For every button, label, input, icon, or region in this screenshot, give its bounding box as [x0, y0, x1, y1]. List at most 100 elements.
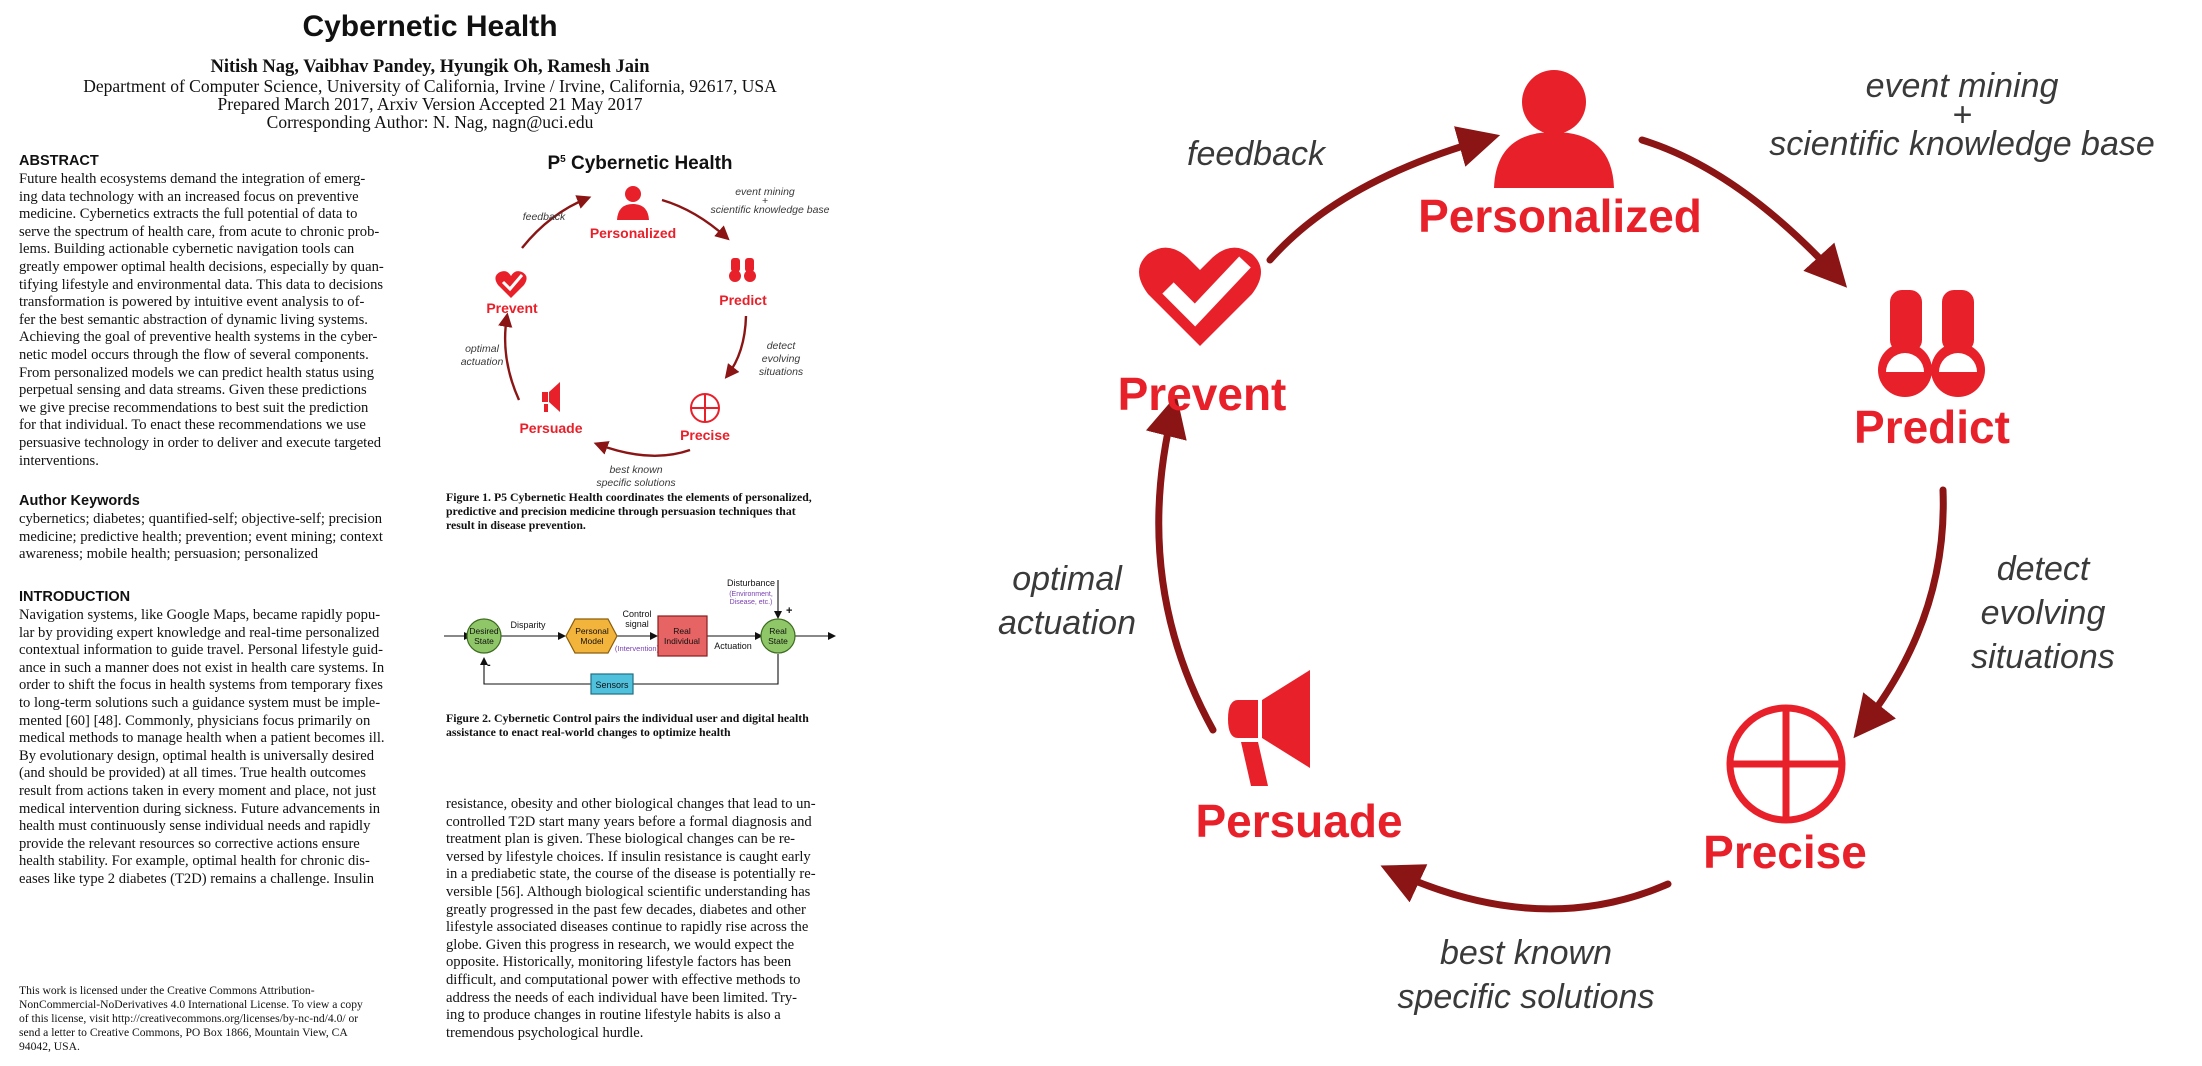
fig1-arrow-best-known: [593, 441, 691, 457]
keywords-body: cybernetics; diabetes; quantified-self; …: [19, 511, 412, 564]
fig1-crosshair-icon: [690, 393, 720, 423]
fig1-person-icon: [617, 186, 649, 220]
fig1-label-predict: Predict: [719, 292, 767, 308]
introduction-line: By evolutionary design, optimal health i…: [19, 747, 375, 764]
abstract-line: From personalized models we can predict …: [19, 364, 375, 381]
edge-label-best-known: best known: [1440, 934, 1612, 972]
heart-check-icon: [1139, 247, 1261, 346]
fig1-edge-specific-solutions: specific solutions: [596, 477, 676, 488]
edge-label-optimal: optimal: [1012, 560, 1123, 598]
edge-label-event-mining: event mining: [1866, 67, 2059, 105]
fig1-binoculars-icon: [729, 258, 756, 282]
edge-label-knowledge-base: scientific knowledge base: [1769, 125, 2155, 163]
figure-2-caption-line: Figure 2. Cybernetic Control pairs the i…: [446, 711, 809, 725]
abstract-line: ing data technology with an increased fo…: [19, 188, 359, 205]
fig2-desired-state-node: [466, 618, 502, 654]
fig2-personal-model-node: [565, 618, 618, 654]
introduction-line: result from actions taken in every momen…: [19, 782, 377, 799]
fig1-label-prevent: Prevent: [486, 300, 538, 316]
fig2-sensors-label: Sensors: [595, 680, 629, 690]
introduction-line: ance in such a manner does not exist in …: [19, 659, 385, 676]
label-precise: Precise: [1703, 826, 1867, 878]
introduction-line: medical methods to manage health when a …: [19, 730, 385, 747]
affiliation-line: Department of Computer Science, Universi…: [83, 76, 777, 96]
right-column-line: resistance, obesity and other biological…: [446, 796, 816, 812]
fig1-arrow-feedback: [521, 195, 592, 249]
abstract-line: we give precise recommendations to best …: [19, 399, 369, 416]
edge-label-actuation: actuation: [998, 604, 1136, 642]
introduction-line: contextual information to guide travel. …: [19, 642, 383, 659]
introduction-line: lar by providing expert knowledge and re…: [19, 624, 380, 641]
arrow-event-mining: [1638, 136, 1848, 288]
abstract-line: medicine. Cybernetics extracts the full …: [19, 206, 358, 223]
abstract-body: Future health ecosystems demand the inte…: [19, 171, 412, 470]
fig2-real-state-node: [760, 618, 796, 654]
paper-title: Cybernetic Health: [302, 10, 558, 43]
fig2-disparity-label: Disparity: [510, 620, 546, 630]
abstract-line: for that individual. To enact these reco…: [19, 417, 366, 434]
right-column-line: versed by lifestyle choices. If insulin …: [446, 848, 811, 865]
fig1-edge-best-known: best known: [609, 464, 662, 476]
fig1-edge-plus: +: [762, 195, 768, 207]
figure-2-caption-line: assistance to enact real-world changes t…: [446, 724, 731, 739]
edge-label-evolving: evolving: [1981, 594, 2106, 632]
right-column-line: opposite. Historically, monitoring lifes…: [446, 954, 792, 971]
fig1-edge-event-mining: event mining: [735, 186, 795, 198]
introduction-line: medical intervention during sickness. Fu…: [19, 800, 381, 817]
fig2-feedback-line-b: [480, 657, 591, 685]
introduction-line: order to shift the focus in health syste…: [19, 677, 383, 694]
edge-label-feedback: feedback: [1187, 135, 1327, 173]
enlarged-p5-cycle-figure: Personalized Predict Precise Persuade Pr…: [998, 67, 2155, 1016]
abstract-heading: ABSTRACT: [19, 153, 99, 169]
introduction-line: health stability. For example, optimal h…: [19, 853, 370, 870]
license-line: This work is licensed under the Creative…: [19, 984, 315, 997]
binoculars-icon: [1878, 290, 1985, 397]
fig1-arrow-event-mining: [661, 198, 730, 241]
fig2-actuation-label: Actuation: [714, 641, 752, 651]
arrow-optimal-actuation: [1145, 394, 1217, 734]
right-column-line: controlled T2D start many years before a…: [446, 813, 812, 830]
fig1-edge-actuation: actuation: [461, 356, 504, 368]
abstract-line: transformation is powered by intuitive e…: [19, 294, 365, 311]
abstract-line: netic model occurs through the flow of s…: [19, 346, 369, 363]
introduction-body: Navigation systems, like Google Maps, be…: [19, 607, 412, 889]
keywords-line: medicine; predictive health; prevention;…: [19, 528, 383, 545]
abstract-line: tifying lifestyle and environmental data…: [19, 276, 384, 293]
fig2-disturbance-label: Disturbance: [727, 578, 775, 588]
edge-label-situations: situations: [1971, 638, 2115, 676]
fig1-edge-feedback: feedback: [523, 211, 566, 223]
abstract-line: lems. Building actionable cybernetic nav…: [19, 241, 355, 258]
fig1-edge-knowledge-base: scientific knowledge base: [710, 204, 829, 216]
introduction-heading: INTRODUCTION: [19, 589, 131, 605]
fig2-feedback-line-a: [633, 654, 779, 685]
fig2-sensors-node: [590, 673, 634, 695]
person-icon: [1494, 70, 1614, 188]
fig2-minus-sign: -: [487, 659, 491, 671]
figure-1-caption-line: Figure 1. P5 Cybernetic Health coordinat…: [446, 490, 812, 504]
label-predict: Predict: [1854, 401, 2010, 453]
abstract-line: Future health ecosystems demand the inte…: [19, 171, 366, 187]
fig1-label-persuade: Persuade: [519, 420, 582, 436]
figure-1-caption: Figure 1. P5 Cybernetic Health coordinat…: [446, 490, 837, 532]
figure-1-caption-line: result in disease prevention.: [446, 517, 586, 532]
fig1-label-personalized: Personalized: [590, 225, 676, 241]
introduction-line: provide the relevant resources so correc…: [19, 835, 360, 852]
prepared-line: Prepared March 2017, Arxiv Version Accep…: [217, 94, 643, 114]
abstract-line: perpetual sensing and data streams. Give…: [19, 382, 367, 399]
right-column-line: globe. Given this progress in research, …: [446, 936, 795, 953]
megaphone-icon: [1228, 670, 1310, 786]
edge-label-specific-solutions: specific solutions: [1397, 978, 1654, 1016]
right-column-line: difficult, and computational power with …: [446, 971, 801, 988]
fig1-heart-check-icon: [495, 271, 527, 298]
fig1-megaphone-icon: [542, 382, 560, 412]
label-personalized: Personalized: [1418, 190, 1702, 242]
figure-1-p5-cycle: P5 Cybernetic Health Personalized Predic…: [461, 153, 830, 488]
license-notice: This work is licensed under the Creative…: [19, 984, 412, 1054]
fig1-edge-evolving: evolving: [762, 353, 801, 365]
introduction-line: to long-term solutions such a guidance s…: [19, 694, 381, 711]
figure-2-caption: Figure 2. Cybernetic Control pairs the i…: [446, 711, 837, 740]
